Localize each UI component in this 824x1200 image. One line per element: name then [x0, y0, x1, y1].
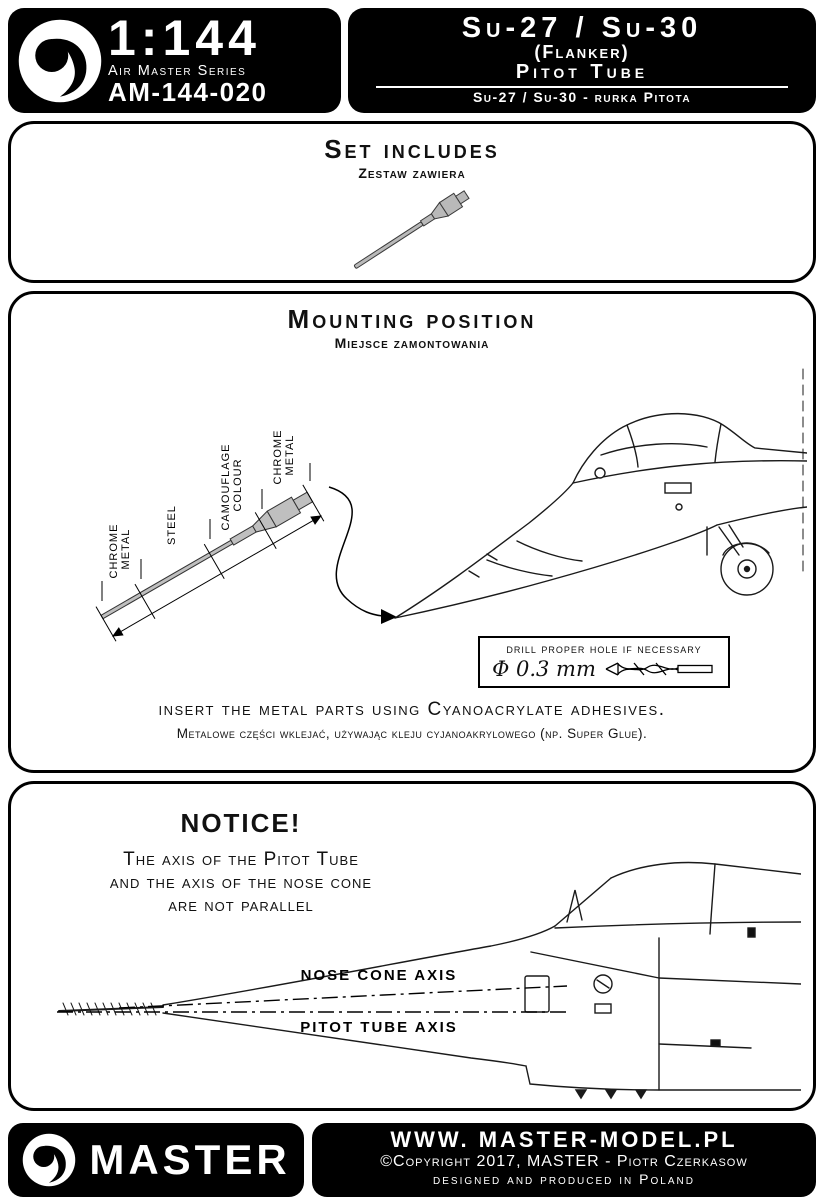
- drill-note-box: drill proper hole if necessary Φ 0.3 mm: [478, 636, 730, 688]
- title-divider: [376, 86, 788, 89]
- nose-cone-axis-label: NOSE CONE AXIS: [301, 967, 458, 984]
- mounting-arrow: [328, 486, 397, 624]
- pitot-tube-axis-label: PITOT TUBE AXIS: [300, 1019, 458, 1036]
- footer: MASTER WWW. MASTER-MODEL.PL ©Copyright 2…: [0, 1119, 824, 1200]
- scale-label: 1:144: [108, 9, 261, 66]
- footer-brand-box: MASTER: [8, 1123, 304, 1197]
- footer-info-box: WWW. MASTER-MODEL.PL ©Copyright 2017, MA…: [312, 1123, 816, 1197]
- mounting-subtitle: Miejsce zamontowania: [334, 335, 490, 351]
- mounting-title: Mounting position: [287, 304, 537, 334]
- drill-row: Φ 0.3 mm: [486, 657, 722, 681]
- website-url: WWW. MASTER-MODEL.PL: [390, 1127, 738, 1152]
- master-logo-icon: [18, 19, 102, 102]
- pitot-part-drawing: [353, 190, 470, 269]
- notice-line-1: The axis of the Pitot Tube: [123, 849, 359, 870]
- brand-name: MASTER: [89, 1136, 291, 1183]
- drill-note-text: drill proper hole if necessary: [506, 642, 702, 656]
- brand-text: 1:144 Air Master Series AM-144-020: [108, 9, 268, 108]
- segment-label-chrome-metal-2: CHROME METAL: [272, 426, 296, 485]
- pitot-tube-dimensioned-drawing: CHROME METAL STEEL CAMOUFLAGE COLOUR CHR…: [95, 426, 325, 642]
- mounting-diagram: CHROME METAL STEEL CAMOUFLAGE COLOUR CHR…: [95, 368, 807, 642]
- product-type: Pitot Tube: [515, 61, 649, 84]
- mounting-section: Mounting position Miejsce zamontowania: [8, 291, 816, 773]
- product-title-polish: Su-27 / Su-30 - rurka Pitota: [472, 89, 692, 106]
- glue-instruction-pl: Metalowe części wklejać, używając kleju …: [176, 726, 648, 741]
- series-label: Air Master Series: [108, 63, 247, 80]
- aircraft-nose-drawing: [394, 368, 807, 619]
- title-box: Su-27 / Su-30 (Flanker) Pitot Tube Su-27…: [348, 8, 816, 113]
- header: 1:144 Air Master Series AM-144-020 Su-27…: [0, 0, 824, 113]
- product-title: Su-27 / Su-30: [461, 12, 703, 44]
- product-code: AM-144-020: [108, 77, 268, 108]
- nose-cone-axis-line: [118, 985, 568, 1009]
- segment-label-camouflage-colour: CAMOUFLAGE COLOUR: [220, 439, 244, 530]
- produced-line: designed and produced in Poland: [433, 1171, 695, 1188]
- set-includes-title: Set includes: [324, 134, 500, 164]
- segment-label-chrome-metal-1: CHROME METAL: [108, 520, 132, 579]
- axis-lines: [57, 985, 568, 1013]
- notice-line-2: and the axis of the nose cone: [109, 871, 373, 893]
- notice-text-block: NOTICE! The axis of the Pitot Tube and t…: [39, 808, 443, 917]
- set-includes-section: Set includes Zestaw zawiera: [8, 121, 816, 283]
- master-logo-icon: [23, 1133, 76, 1187]
- notice-line-3: are not parallel: [168, 894, 314, 916]
- product-subtitle: (Flanker): [534, 42, 630, 63]
- axis-diagram: NOSE CONE AXIS PITOT TUBE AXIS: [57, 861, 801, 1100]
- notice-title: NOTICE!: [180, 808, 302, 838]
- glue-instruction-en: insert the metal parts using Cyanoacryla…: [158, 699, 666, 720]
- segment-label-steel: STEEL: [166, 505, 178, 545]
- drill-diameter: Φ 0.3 mm: [492, 657, 596, 681]
- set-includes-subtitle: Zestaw zawiera: [358, 165, 466, 181]
- notice-section: NOTICE! The axis of the Pitot Tube and t…: [8, 781, 816, 1111]
- brand-box: 1:144 Air Master Series AM-144-020: [8, 8, 341, 113]
- drill-bit-icon: [605, 662, 713, 676]
- copyright-line: ©Copyright 2017, MASTER - Piotr Czerkaso…: [380, 1153, 748, 1171]
